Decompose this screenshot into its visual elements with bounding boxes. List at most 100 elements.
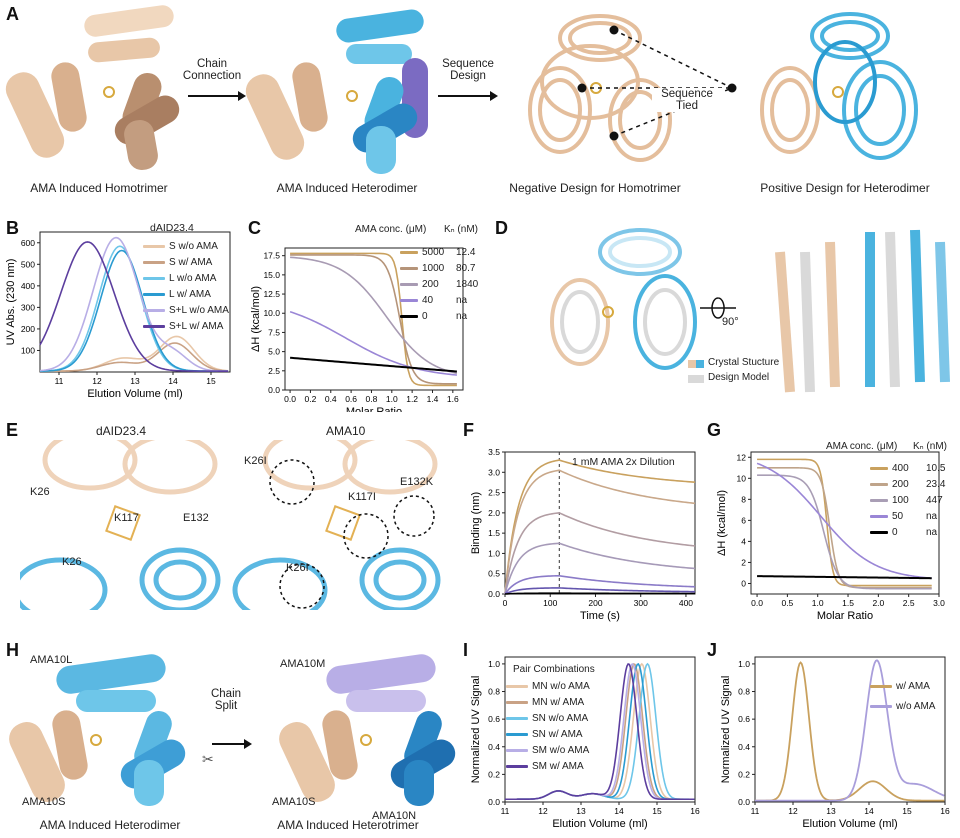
- series-line-0: [290, 356, 457, 373]
- legend-item: S+L w/o AMA: [143, 302, 229, 318]
- panel-label-h: H: [6, 640, 19, 660]
- series-line-w-o-ama: [755, 659, 945, 802]
- caption-positive-design: Positive Design for Heterodimer: [760, 181, 930, 195]
- legend-label: SM w/ AMA: [532, 760, 584, 772]
- x-tick-label: 1.2: [406, 394, 418, 404]
- y-tick-label: 3.0: [488, 467, 500, 477]
- x-tick-label: 3.0: [933, 598, 945, 608]
- x-tick-label: 13: [826, 806, 836, 816]
- y-tick-label: 300: [21, 302, 35, 312]
- legend-swatch: [506, 748, 528, 752]
- label-k26-top: K26: [30, 486, 50, 498]
- legend-label: SM w/o AMA: [532, 744, 590, 756]
- x-tick-label: 15: [902, 806, 912, 816]
- y-tick-label: 0.8: [738, 687, 750, 697]
- legend-swatch: [870, 466, 888, 470]
- y-tick-label: 12.5: [263, 289, 280, 299]
- homotrimer-cylinders: [5, 5, 180, 171]
- x-tick-label: 14: [864, 806, 874, 816]
- chain-connection-label: Chain Connection: [182, 58, 242, 82]
- y-axis-label: ΔH (kcal/mol): [250, 286, 262, 352]
- caption-h-heterodimer: AMA Induced Heterodimer: [39, 818, 181, 832]
- legend-swatch: [506, 716, 528, 720]
- y-tick-label: 0.2: [738, 769, 750, 779]
- legend-item: L w/o AMA: [143, 270, 229, 286]
- series-line-100: [757, 474, 932, 590]
- y-axis-label: ΔH (kcal/mol): [716, 490, 728, 556]
- legend-kd: na: [456, 310, 468, 322]
- legend-item: w/ AMA: [870, 676, 935, 696]
- x-axis-label: Time (s): [580, 610, 620, 622]
- legend-conc: 50: [892, 510, 904, 522]
- legend-swatch: [143, 276, 165, 280]
- series-line-200: [290, 256, 458, 375]
- panel-label-a: A: [6, 4, 19, 24]
- binding-curve-3: [504, 542, 696, 595]
- legend-conc: 0: [892, 526, 898, 538]
- y-tick-label: 8: [741, 494, 746, 504]
- label-e132k: E132K: [400, 476, 434, 488]
- x-tick-label: 16: [690, 806, 700, 816]
- legend-conc: 0: [422, 310, 428, 322]
- series-line-s-w-ama: [39, 342, 229, 372]
- legend-label: S+L w/o AMA: [169, 304, 229, 316]
- legend-swatch: [870, 498, 888, 502]
- x-tick-label: 1.0: [812, 598, 824, 608]
- plot-frame: [750, 451, 940, 595]
- y-tick-label: 2: [741, 557, 746, 567]
- legend-kd: 1840: [456, 278, 479, 290]
- series-line-400: [757, 458, 932, 587]
- x-tick-label: 0.0: [284, 394, 296, 404]
- x-tick-label: 14: [614, 806, 624, 816]
- legend-swatch: [400, 282, 418, 286]
- legend-label: w/ AMA: [896, 680, 930, 692]
- x-tick-label: 15: [652, 806, 662, 816]
- legend-swatch: [143, 308, 165, 312]
- x-axis-label: Elution Volume (ml): [802, 818, 897, 830]
- legend-kd: 447: [926, 494, 943, 506]
- y-tick-label: 2.5: [268, 366, 280, 376]
- x-axis-label: Molar Ratio: [817, 610, 873, 622]
- x-axis-label: Molar Ratio: [346, 406, 402, 412]
- legend-item: SN w/ AMA: [506, 726, 590, 742]
- binding-curve-6: [504, 592, 696, 595]
- y-tick-label: 17.5: [263, 251, 280, 261]
- x-tick-label: 400: [679, 598, 693, 608]
- panel-e-title-right: AMA10: [326, 424, 366, 438]
- legend-conc: 400: [892, 462, 909, 474]
- legend-design-model: Design Model: [708, 372, 770, 383]
- binding-curve-1: [504, 469, 696, 595]
- legend-conc: 40: [422, 294, 434, 306]
- panel-label-c: C: [248, 218, 261, 238]
- legend-swatch: [506, 732, 528, 736]
- legend-label: S+L w/ AMA: [169, 320, 224, 332]
- label-k117i: K117I: [348, 491, 376, 503]
- rotation-label: 90°: [722, 316, 739, 328]
- y-tick-label: 10.0: [263, 308, 280, 318]
- x-tick-label: 11: [751, 806, 760, 816]
- sequence-tied-label: Sequence Tied: [652, 88, 722, 112]
- legend-item: S w/o AMA: [143, 238, 229, 254]
- panel-e-illustration: [20, 440, 441, 610]
- series-line-40: [289, 310, 457, 376]
- label-ama10s-right: AMA10S: [272, 796, 316, 808]
- legend-swatch: [506, 764, 528, 768]
- legend-label: MN w/ AMA: [532, 696, 585, 708]
- label-ama10l: AMA10L: [30, 654, 73, 666]
- y-tick-label: 6: [741, 515, 746, 525]
- x-axis-label: Elution Volume (ml): [552, 818, 647, 830]
- legend-item: w/o AMA: [870, 696, 935, 716]
- legend-item: SM w/o AMA: [506, 742, 590, 758]
- legend-swatch: [870, 482, 888, 486]
- series-line-s-l-w-o-ama: [39, 236, 229, 372]
- label-k117: K117: [114, 512, 139, 524]
- panel-label-d: D: [495, 218, 508, 238]
- legend-conc: 1000: [422, 262, 445, 274]
- y-tick-label: 0.0: [268, 385, 280, 395]
